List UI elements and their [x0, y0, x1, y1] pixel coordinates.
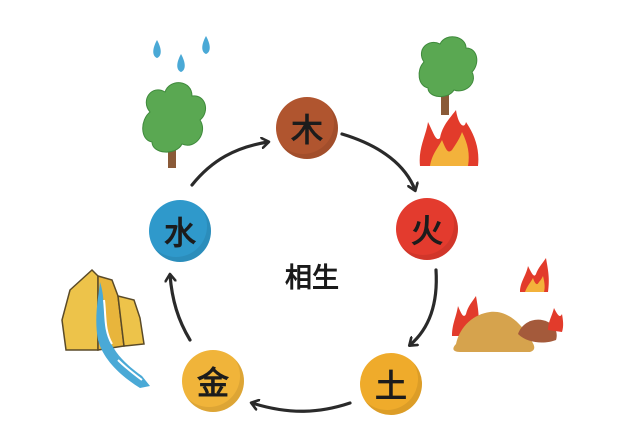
- arrow-fire-to-earth: [410, 268, 438, 345]
- tree-icon: [142, 82, 207, 168]
- flame-icon: [419, 110, 479, 166]
- waterfall-rock-icon: [61, 268, 150, 388]
- element-water-node: 水: [149, 200, 211, 262]
- tree-icon-2: [418, 36, 478, 115]
- arrow-earth-to-metal: [252, 403, 352, 413]
- element-fire-node: 火: [396, 198, 458, 260]
- burning-ground-icon: [452, 258, 564, 352]
- rain-icon: [153, 36, 210, 72]
- center-label: 相生: [285, 263, 339, 294]
- element-metal-node: 金: [182, 350, 244, 412]
- element-wood-node: 木: [276, 97, 338, 159]
- cycle-arrows: [170, 132, 438, 413]
- arrow-metal-to-water: [170, 275, 192, 342]
- element-earth-node: 土: [360, 353, 422, 415]
- arrow-water-to-wood: [190, 142, 268, 187]
- arrow-wood-to-fire: [340, 132, 415, 190]
